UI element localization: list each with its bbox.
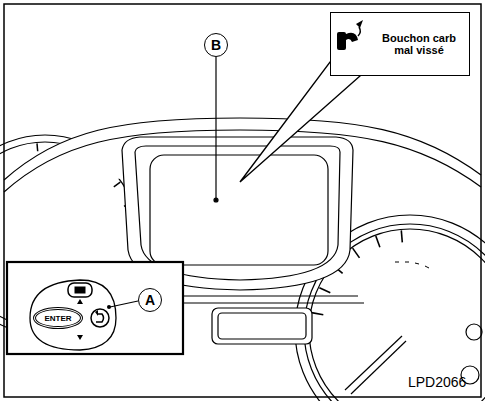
lower-display [218,313,306,339]
gauge-needle [351,341,406,394]
gauge-dashes [395,262,429,268]
up-arrow [77,299,83,304]
callout-background [330,12,470,76]
display-button [68,283,92,297]
callout-circle-text: B [211,37,221,53]
frame [4,4,481,397]
leader-dot [214,198,218,202]
figure-code: LPD2066 [408,374,466,390]
back-button-icon [95,310,98,316]
back-button-icon [96,314,104,322]
message-box-text: Bouchon carb mal vissé [375,32,463,56]
callout-circle: B [204,33,228,57]
display-screen [150,155,328,265]
inset-frame [7,262,183,354]
message-box: Bouchon carb mal vissé [330,12,470,76]
lower-display [212,308,312,344]
gauge-needle [345,336,402,390]
down-arrow [77,335,83,340]
leader-line [215,57,216,199]
callout-circle: A [138,288,162,312]
callout-circle-text: A [145,292,155,308]
leader-line [110,301,138,307]
display-bezel [135,146,340,280]
back-button [91,309,109,327]
callout-pointer [240,62,360,182]
knob [466,324,482,340]
enter-button: ENTER [33,307,83,329]
control-pad [30,280,116,350]
fuel-cap-icon [337,20,363,50]
display-button-icon [75,287,85,293]
leader-dot [107,305,111,309]
enter-button-text: ENTER [44,314,71,323]
